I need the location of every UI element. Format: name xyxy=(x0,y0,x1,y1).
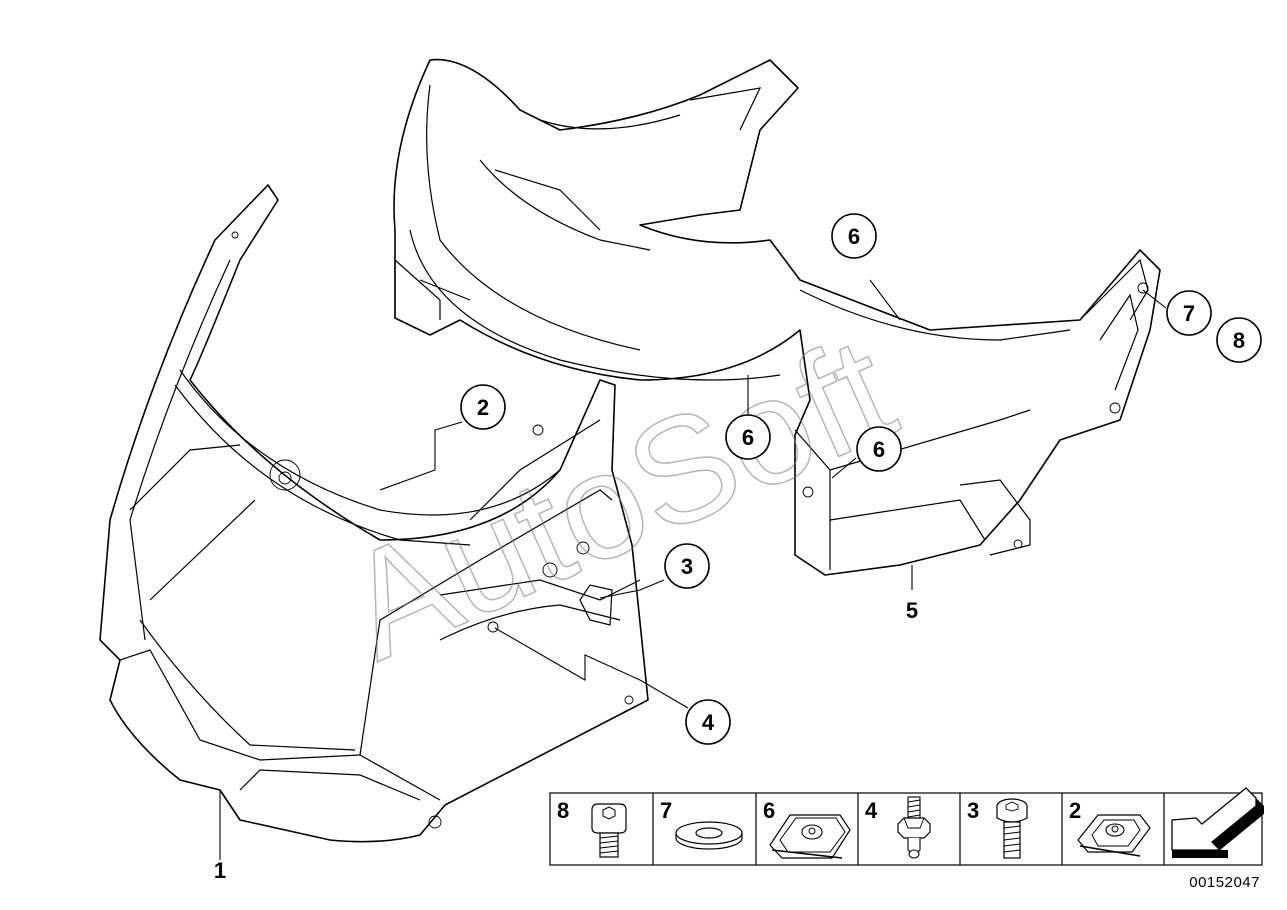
clip-nut-icon xyxy=(1077,814,1151,857)
callout-7: 7 xyxy=(1166,290,1212,336)
svg-text:7: 7 xyxy=(660,798,672,823)
socket-head-screw-icon xyxy=(591,803,627,858)
document-number: 00152047 xyxy=(1189,874,1260,891)
legend-cell-7: 7 xyxy=(660,798,743,850)
callout-8: 8 xyxy=(1216,317,1262,363)
svg-text:2: 2 xyxy=(477,395,489,420)
legend-cell-3: 3 xyxy=(967,798,1028,859)
hex-socket-bolt-icon xyxy=(996,798,1028,859)
callout-6-top: 6 xyxy=(831,213,877,259)
callout-2: 2 xyxy=(460,384,506,430)
fastener-legend: 8 7 6 xyxy=(549,787,1264,866)
callout-4: 4 xyxy=(685,699,731,745)
svg-text:6: 6 xyxy=(763,798,775,823)
stud-icon xyxy=(897,796,931,859)
spring-nut-icon xyxy=(769,814,851,859)
callout-6-right: 6 xyxy=(856,426,902,472)
svg-text:3: 3 xyxy=(967,798,979,823)
legend-cell-2: 2 xyxy=(1069,798,1151,857)
svg-text:7: 7 xyxy=(1183,301,1195,326)
svg-text:6: 6 xyxy=(873,437,885,462)
legend-cell-8: 8 xyxy=(557,798,627,858)
legend-cell-6: 6 xyxy=(763,798,851,859)
washer-icon xyxy=(675,821,743,850)
callout-3: 3 xyxy=(664,543,710,589)
svg-text:8: 8 xyxy=(557,798,569,823)
legend-cell-4: 4 xyxy=(865,796,931,859)
svg-text:6: 6 xyxy=(848,224,860,249)
label-part-5: 5 xyxy=(906,598,918,623)
svg-text:4: 4 xyxy=(865,798,878,823)
svg-text:6: 6 xyxy=(742,425,754,450)
svg-text:4: 4 xyxy=(702,710,715,735)
callout-6-middle: 6 xyxy=(725,414,771,460)
lower-fairing-shell xyxy=(99,184,649,843)
svg-text:2: 2 xyxy=(1069,798,1081,823)
label-part-1: 1 xyxy=(214,858,226,883)
svg-text:8: 8 xyxy=(1233,328,1245,353)
svg-text:3: 3 xyxy=(681,554,693,579)
leader-lines xyxy=(219,279,1167,860)
legend-cell-arrow xyxy=(1171,787,1264,858)
direction-arrow-icon xyxy=(1171,787,1264,858)
